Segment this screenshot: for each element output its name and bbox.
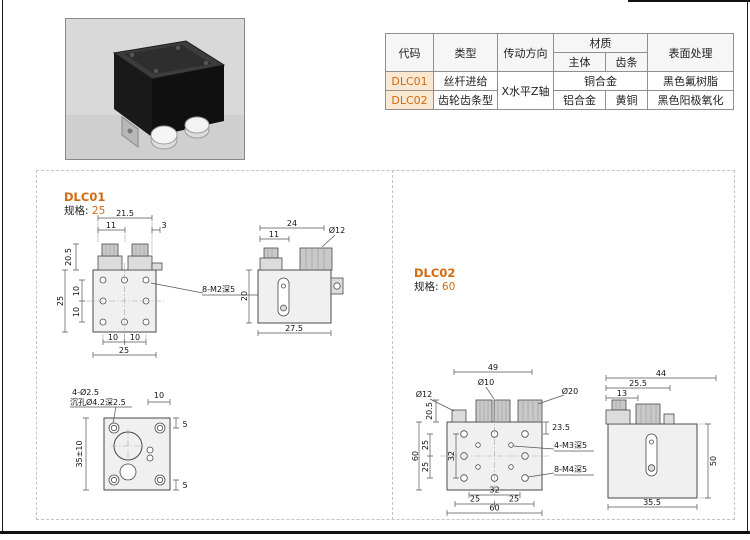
dlc01-spec-label: 规格: <box>64 205 89 218</box>
dim-label: 25 <box>119 346 129 355</box>
cell-dlc02-type: 齿轮齿条型 <box>433 90 498 110</box>
dlc01-spec: 规格: 25 <box>64 205 105 218</box>
page-right-rule <box>747 0 748 531</box>
counterbore-callout-line2: 沉孔Ø4.2深2.5 <box>70 397 126 407</box>
dim-label: 44 <box>656 370 666 378</box>
dim-label: 10 <box>154 391 164 400</box>
dlc01-front-dimensions: 21.5 11 3 20.5 25 10 10 8-M2深5 10 10 25 <box>56 209 259 358</box>
dim-label: 5 <box>182 420 187 429</box>
dim-label: 32 <box>489 486 499 495</box>
dim-label: 24 <box>287 220 297 228</box>
dim-label: 23.5 <box>552 423 570 432</box>
cell-dlc01-type: 丝杆进给 <box>433 71 498 91</box>
counterbore-callout-line1: 4-Ø2.5 <box>72 387 99 397</box>
page-left-rule <box>2 0 3 531</box>
dim-label: 11 <box>106 221 116 230</box>
dim-label: 25.5 <box>629 379 647 388</box>
dlc01-side-part <box>257 247 344 324</box>
dim-label: 11 <box>269 230 279 239</box>
dim-label: 20.5 <box>64 248 73 266</box>
dim-label: Ø10 <box>478 377 494 387</box>
header-code: 代码 <box>385 33 434 72</box>
dim-label: 60 <box>489 504 499 513</box>
page-top-rule <box>628 0 750 2</box>
dim-label: 35.5 <box>643 498 661 507</box>
dim-label: 10 <box>130 333 140 342</box>
dlc02-code-label: DLC02 <box>414 266 456 280</box>
product-photo <box>65 18 245 160</box>
dim-label: 49 <box>488 364 498 372</box>
dim-label: 25 <box>470 495 480 504</box>
header-surface: 表面处理 <box>647 33 734 72</box>
dim-label: 32 <box>447 451 456 461</box>
header-material-rack: 齿条 <box>605 52 648 72</box>
dim-label: 10 <box>108 333 118 342</box>
dlc01-side-view: 24 11 Ø12 20 27.5 <box>240 220 345 336</box>
dim-label: 27.5 <box>285 324 303 333</box>
dlc02-front-dimensions: 49 Ø10 Ø12 Ø20 20.5 23.5 60 25 25 32 4-M… <box>412 364 594 516</box>
dlc02-side-view: 44 25.5 13 50 35.5 <box>605 370 718 510</box>
dlc02-front-part <box>440 399 549 496</box>
dlc01-code-label: DLC01 <box>64 190 106 204</box>
dlc01-spec-value: 25 <box>91 205 106 218</box>
dlc01-bottom-view: 4-Ø2.5 沉孔Ø4.2深2.5 10 5 35±10 5 <box>70 387 188 491</box>
header-direction: 传动方向 <box>497 33 554 72</box>
cell-dlc02-material-rack: 黄铜 <box>605 90 648 110</box>
dim-label: 5 <box>182 481 187 490</box>
dim-label: Ø20 <box>562 386 578 396</box>
dlc02-spec-value: 60 <box>441 281 456 294</box>
cell-dlc02-code: DLC02 <box>385 90 434 110</box>
header-material: 材质 <box>553 33 648 53</box>
dim-label: Ø12 <box>416 389 432 399</box>
holes-callout: 8-M2深5 <box>202 285 235 294</box>
header-type: 类型 <box>433 33 498 72</box>
dim-label: Ø12 <box>329 225 345 235</box>
dim-label: 60 <box>412 451 420 461</box>
dim-label: 50 <box>709 456 718 466</box>
spec-table: 代码 类型 传动方向 材质 表面处理 主体 齿条 DLC01 丝杆进给 X水平Z… <box>385 33 734 110</box>
dim-label: 10 <box>72 286 81 296</box>
header-material-body: 主体 <box>553 52 606 72</box>
dim-label: 25 <box>421 440 430 450</box>
dim-label: 3 <box>161 221 166 230</box>
dim-label: 13 <box>617 389 627 398</box>
cell-direction: X水平Z轴 <box>497 71 554 110</box>
dlc02-heading: DLC02 规格: 60 <box>414 266 455 295</box>
white-knobs <box>150 116 210 150</box>
product-photo-image <box>66 19 244 159</box>
cell-dlc02-material-body: 铝合金 <box>553 90 606 110</box>
dim-label: 21.5 <box>116 209 134 218</box>
dlc01-bottom-part <box>103 417 171 491</box>
cell-dlc01-code: DLC01 <box>385 71 434 91</box>
section-divider <box>392 170 393 520</box>
m4-callout: 8-M4深5 <box>554 465 587 474</box>
dlc01-front-view: 21.5 11 3 20.5 25 10 10 8-M2深5 10 10 25 <box>56 209 259 358</box>
page-bottom-rule <box>0 531 750 534</box>
dlc02-spec: 规格: 60 <box>414 281 455 294</box>
dlc02-side-dimensions: 44 25.5 13 50 35.5 <box>605 370 718 510</box>
dim-label: 25 <box>421 462 430 472</box>
side-bracket <box>121 116 139 148</box>
dlc02-front-view: 49 Ø10 Ø12 Ø20 20.5 23.5 60 25 25 32 4-M… <box>412 364 594 516</box>
dlc01-bottom-dimensions: 4-Ø2.5 沉孔Ø4.2深2.5 10 5 35±10 5 <box>70 387 188 491</box>
dlc01-front-part <box>86 243 164 339</box>
dlc02-side-part <box>605 399 698 499</box>
dim-label: 25 <box>509 495 519 504</box>
cell-dlc01-material: 铜合金 <box>553 71 648 91</box>
dim-label: 20.5 <box>425 402 434 420</box>
drawings-region <box>36 170 735 520</box>
m3-callout: 4-M3深5 <box>554 441 587 450</box>
table-row: DLC01 丝杆进给 X水平Z轴 铜合金 黑色氟树脂 <box>385 71 734 110</box>
cell-dlc02-surface: 黑色阳极氧化 <box>647 90 734 110</box>
dim-label: 20 <box>240 291 249 301</box>
dlc01-heading: DLC01 规格: 25 <box>64 190 105 219</box>
stage-body <box>112 40 226 137</box>
cell-dlc01-surface: 黑色氟树脂 <box>647 71 734 91</box>
table-row: DLC02 齿轮齿条型 铝合金 黄铜 黑色阳极氧化 <box>385 90 734 110</box>
dim-label: 10 <box>72 307 81 317</box>
dlc01-side-dimensions: 24 11 Ø12 20 27.5 <box>240 220 345 336</box>
dim-label: 35±10 <box>75 440 84 467</box>
dlc02-spec-label: 规格: <box>414 281 439 294</box>
dim-label: 25 <box>56 296 65 306</box>
